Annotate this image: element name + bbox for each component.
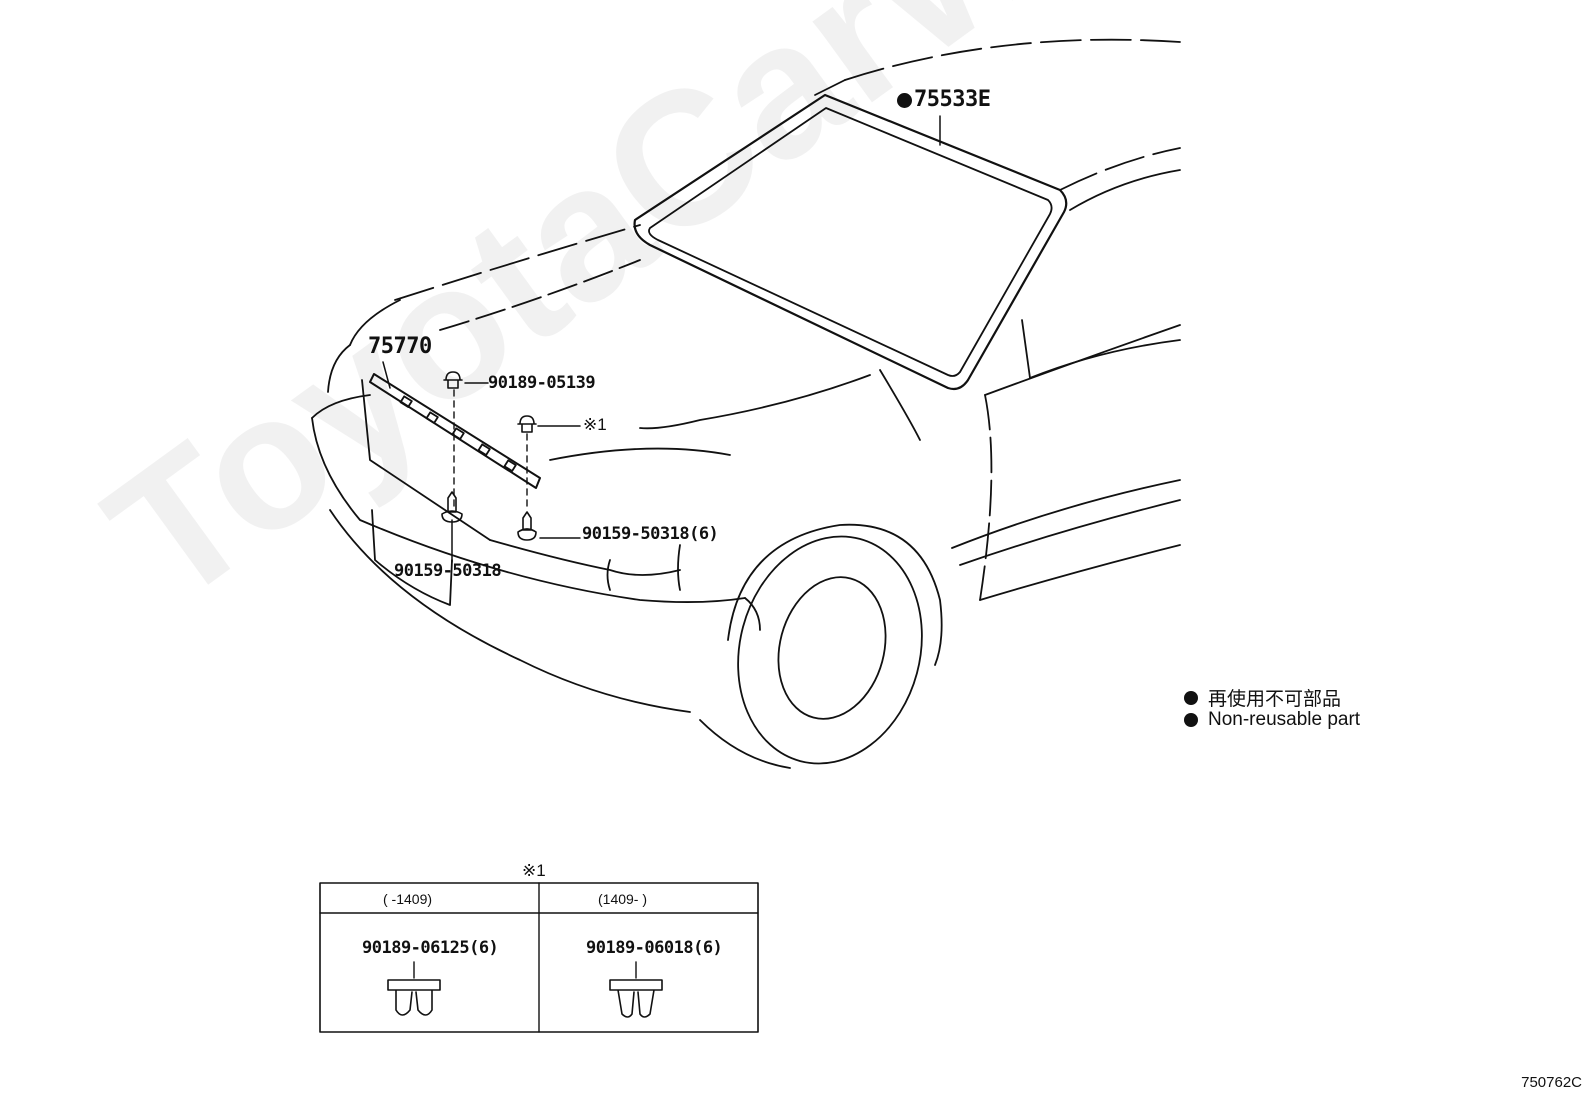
bullet-dot-icon	[1184, 690, 1198, 705]
screw-left-icon	[441, 491, 463, 523]
door-pillar	[1021, 319, 1031, 379]
a-pillar	[1059, 147, 1181, 191]
note-table-col2-header: (1409- )	[598, 891, 648, 907]
molding-slot-3	[451, 427, 465, 440]
legend-jp: 再使用不可部品	[1184, 684, 1341, 711]
label-front-molding: 75770	[368, 334, 432, 359]
label-screw-right: 90159-50318(6)	[582, 524, 719, 544]
bullet-dot-icon	[1184, 713, 1198, 727]
door-window	[1029, 339, 1181, 379]
bumper-lower	[329, 509, 691, 713]
fascia-line	[489, 539, 681, 576]
front-bumper	[311, 417, 746, 603]
diagram-code: 750762C	[1521, 1074, 1582, 1091]
hood-crease	[549, 447, 731, 461]
molding-slot-4	[477, 443, 491, 456]
hood-center-line	[439, 259, 641, 331]
wheel-arch	[727, 523, 943, 666]
wheel-rim	[777, 576, 887, 720]
label-screw-left: 90159-50318	[394, 561, 502, 581]
legend-en: Non-reusable part	[1184, 709, 1360, 731]
roof-left-edge	[814, 79, 846, 96]
tire-tread	[699, 719, 791, 769]
label-clip-top: 90189-05139	[488, 373, 596, 393]
non-reusable-dot-icon	[897, 92, 912, 108]
grille-area	[361, 379, 491, 541]
windshield-inner	[648, 107, 1053, 377]
fascia-line-3	[677, 544, 681, 591]
molding-slot-1	[399, 395, 413, 408]
fascia-line-2	[606, 559, 611, 591]
table-clip-2	[609, 979, 663, 1018]
note-table-col1-part: 90189-06125(6)	[362, 938, 499, 958]
rocker-line	[979, 544, 1181, 601]
roof-outline	[844, 38, 1181, 81]
label-note-ref: ※1	[583, 415, 607, 434]
clip-note-icon	[517, 415, 537, 433]
clip-top-icon	[443, 371, 463, 389]
molding-slot-5	[503, 459, 517, 472]
front-bumper-top	[311, 394, 371, 419]
body-side-line	[979, 394, 993, 601]
hood-front-line	[349, 299, 401, 346]
side-molding-lower	[959, 499, 1181, 566]
note-table-col1-header: ( -1409)	[383, 891, 433, 907]
tire-outer	[737, 535, 923, 765]
note-table-title: ※1	[522, 861, 546, 880]
label-windshield-seal: 75533E	[897, 87, 991, 112]
note-table-col2-part: 90189-06018(6)	[586, 938, 723, 958]
cowl-line	[879, 369, 921, 441]
windshield-outer	[633, 93, 1068, 391]
table-clip-1	[387, 979, 441, 1016]
corner	[744, 597, 761, 631]
molding-slot-2	[425, 411, 439, 424]
leader-75770	[382, 361, 391, 389]
side-roof	[1069, 169, 1181, 211]
side-molding	[951, 479, 1181, 549]
headlamp	[327, 344, 351, 393]
screw-right-icon	[517, 511, 537, 541]
fender-line	[639, 374, 871, 430]
license-plate	[371, 509, 453, 606]
hood-outline	[394, 224, 641, 301]
